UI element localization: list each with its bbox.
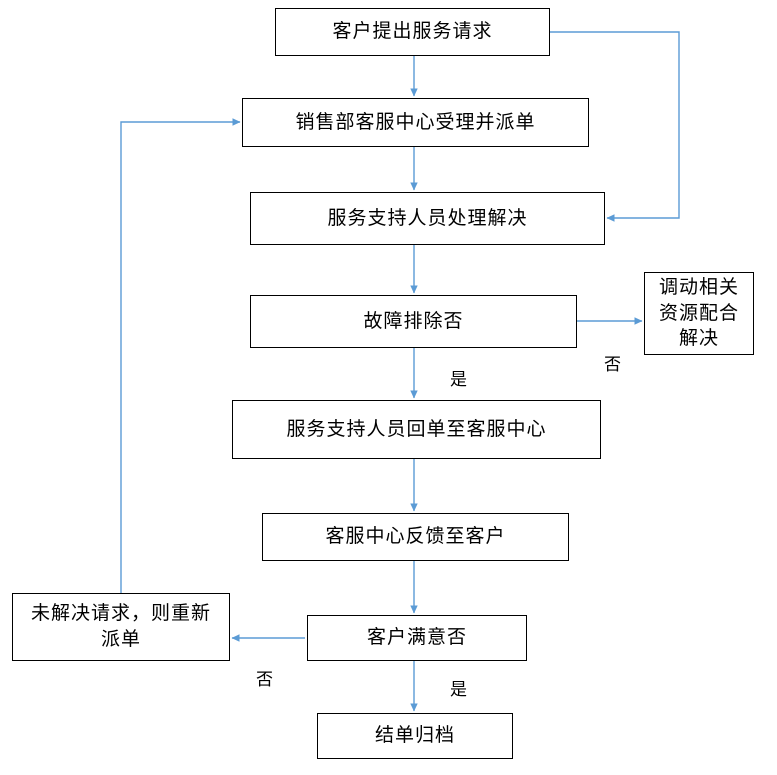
- node-label: 客户满意否: [366, 627, 467, 649]
- node-customer-request[interactable]: 客户提出服务请求: [275, 8, 550, 56]
- edge-label-yes-fault: 是: [450, 370, 468, 389]
- node-label: 结单归档: [374, 725, 455, 747]
- node-label: 销售部客服中心受理并派单: [295, 111, 536, 133]
- node-service-center-feedback[interactable]: 客服中心反馈至客户: [262, 513, 569, 561]
- node-support-staff-return-ticket[interactable]: 服务支持人员回单至客服中心: [232, 400, 601, 459]
- node-label: 服务支持人员回单至客服中心: [286, 418, 547, 440]
- edge-label-yes-satisfied: 是: [450, 680, 468, 699]
- node-label: 服务支持人员处理解决: [327, 207, 528, 229]
- node-support-staff-handle[interactable]: 服务支持人员处理解决: [250, 192, 605, 245]
- node-customer-satisfied-decision[interactable]: 客户满意否: [307, 615, 527, 661]
- node-label: 调动相关资源配合解决: [658, 277, 739, 350]
- node-label: 客户提出服务请求: [332, 21, 493, 43]
- node-unresolved-redispatch[interactable]: 未解决请求，则重新派单: [12, 593, 230, 661]
- node-sales-service-center-dispatch[interactable]: 销售部客服中心受理并派单: [242, 98, 589, 147]
- edge-label-no-satisfied: 否: [256, 670, 274, 689]
- node-label: 故障排除否: [363, 310, 464, 332]
- node-label: 未解决请求，则重新派单: [30, 603, 211, 650]
- node-fault-resolved-decision[interactable]: 故障排除否: [250, 295, 577, 348]
- node-mobilize-resources[interactable]: 调动相关资源配合解决: [644, 272, 754, 355]
- node-close-and-archive[interactable]: 结单归档: [317, 713, 513, 759]
- node-label: 客服中心反馈至客户: [325, 526, 506, 548]
- edge-label-no-fault: 否: [604, 355, 622, 374]
